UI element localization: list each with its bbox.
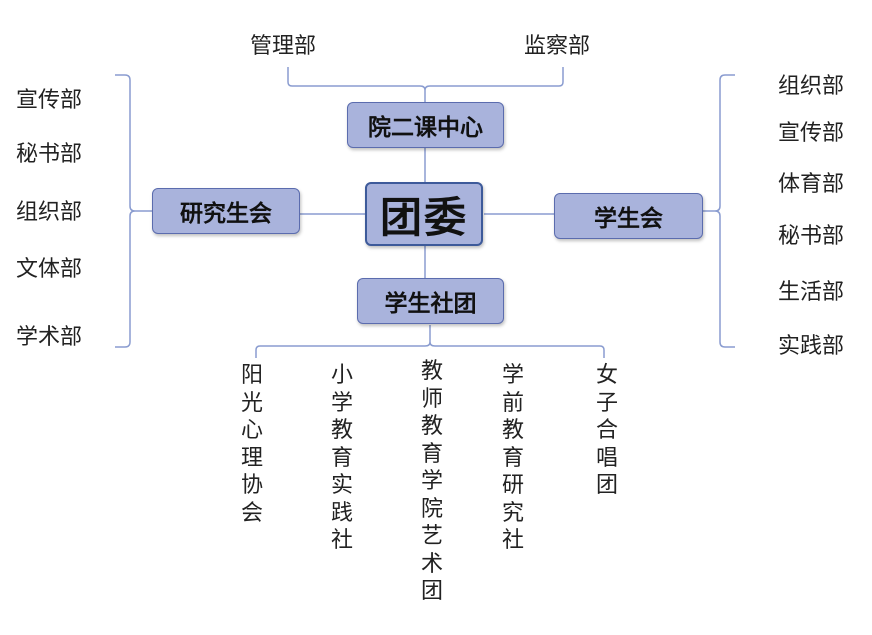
bottom-brace xyxy=(255,341,605,358)
left-child-3: 文体部 xyxy=(16,257,83,282)
right-brace xyxy=(714,74,735,348)
bottom-branch-label: 学生社团 xyxy=(384,290,477,317)
right-branch-label: 学生会 xyxy=(594,205,663,232)
left-brace xyxy=(115,74,136,348)
right-child-1: 宣传部 xyxy=(778,121,845,146)
top-branch-node: 院二课中心 xyxy=(347,102,504,148)
left-child-2: 组织部 xyxy=(16,200,83,225)
right-child-2: 体育部 xyxy=(778,172,845,197)
left-branch-node: 研究生会 xyxy=(152,188,300,234)
center-node: 团委 xyxy=(365,182,483,246)
right-child-4: 生活部 xyxy=(778,280,845,305)
top-child-0: 管理部 xyxy=(250,34,317,59)
left-child-0: 宣传部 xyxy=(16,88,83,113)
bottom-child-4: 女子合唱团 xyxy=(595,363,618,498)
top-branch-label: 院二课中心 xyxy=(368,114,483,141)
top-child-1: 监察部 xyxy=(524,34,591,59)
center-label: 团委 xyxy=(379,192,468,242)
left-child-1: 秘书部 xyxy=(16,142,83,167)
right-child-3: 秘书部 xyxy=(778,224,845,249)
bottom-child-2: 教师教育学院艺术团 xyxy=(420,359,443,604)
left-branch-label: 研究生会 xyxy=(180,200,272,227)
top-brace xyxy=(287,67,564,91)
left-child-4: 学术部 xyxy=(16,325,83,350)
bottom-child-0: 阳光心理协会 xyxy=(240,363,263,526)
bottom-branch-node: 学生社团 xyxy=(357,278,504,324)
right-child-0: 组织部 xyxy=(778,74,845,99)
right-child-5: 实践部 xyxy=(778,334,845,359)
right-branch-node: 学生会 xyxy=(554,193,703,239)
bottom-child-1: 小学教育实践社 xyxy=(330,363,353,553)
bottom-child-3: 学前教育研究社 xyxy=(501,363,524,553)
